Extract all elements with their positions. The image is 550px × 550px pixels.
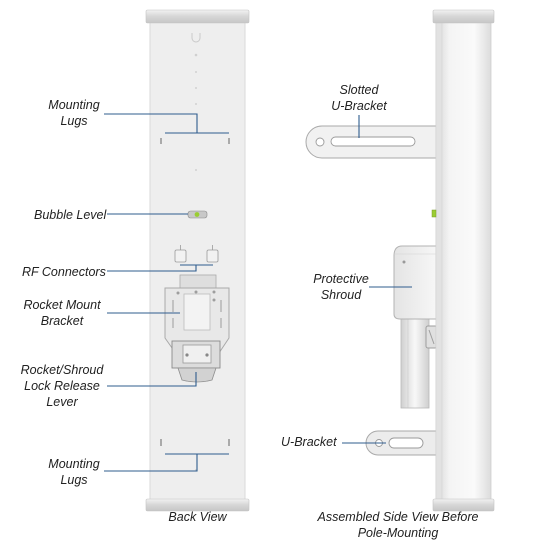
label-lock-release-lever: Rocket/Shroud Lock Release Lever [20,363,104,409]
callout-lock-release-lever [107,372,197,387]
side-view-antenna [305,9,495,512]
side-bottom-end-cap [432,498,495,512]
side-bubble-level-icon [431,209,437,218]
callout-mounting-lugs-top [104,113,229,134]
mounting-lugs-top-icon [160,138,230,144]
callout-lines [104,113,412,472]
label-protective-shroud: Protective Shroud [313,272,369,302]
bubble-level-icon [187,210,208,219]
top-end-cap [145,9,250,24]
caption-side-view: Assembled Side View Before Pole-Mounting [317,510,479,540]
callout-mounting-lugs-bottom [104,453,229,472]
side-top-end-cap [432,9,495,24]
label-mounting-lugs-bottom: Mounting Lugs [48,457,100,487]
ubiquiti-logo-icon [191,33,201,43]
rf-connectors-icon [174,245,219,263]
label-rocket-mount-bracket: Rocket Mount Bracket [23,298,101,328]
label-mounting-lugs-top: Mounting Lugs [48,98,100,128]
side-panel [435,21,492,501]
caption-back-view: Back View [168,510,227,524]
protective-shroud-icon [393,245,438,320]
back-view-antenna [145,9,250,512]
bottom-end-cap [145,498,250,512]
callout-rf-connectors [107,264,213,272]
mounting-lugs-bottom-icon [160,439,230,446]
label-rf-connectors: RF Connectors [22,265,106,279]
label-slotted-u-bracket: Slotted U-Bracket [331,83,387,113]
label-u-bracket: U-Bracket [281,435,337,449]
label-bubble-level: Bubble Level [34,208,107,222]
back-panel [149,21,246,501]
lock-release-lever-icon [171,340,221,383]
